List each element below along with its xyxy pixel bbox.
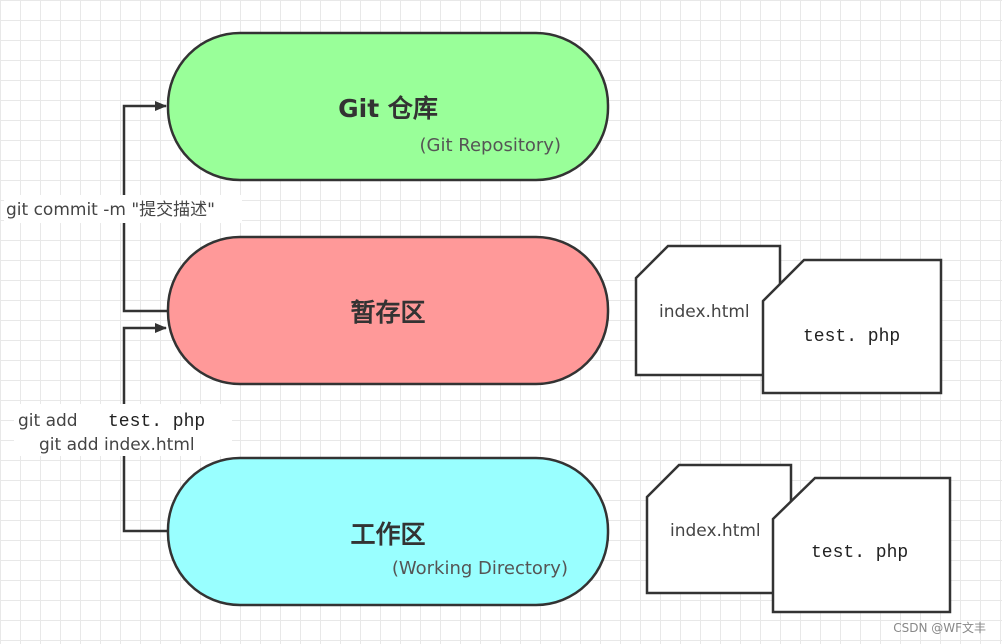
working-file-back: [645, 463, 793, 595]
repository-subtitle: (Git Repository): [420, 135, 562, 156]
working-file-front: [771, 476, 952, 614]
repository-title: Git 仓库: [338, 94, 438, 123]
staging-file-front-name: test. php: [803, 327, 900, 347]
add-label-bg: [14, 404, 232, 456]
working-file-back-name: index.html: [670, 521, 761, 541]
working-file-front-name: test. php: [811, 543, 908, 563]
staging-file-back-name: index.html: [659, 302, 750, 322]
add-index-command-label: git add index.html: [39, 435, 195, 455]
add-command-file: test. php: [108, 412, 205, 432]
add-command-label: git add: [18, 411, 78, 431]
staging-file-back: [634, 244, 782, 377]
commit-label-bg: [4, 195, 242, 223]
commit-command-label: git commit -m "提交描述": [6, 200, 215, 220]
watermark-text: CSDN @WF文丰: [893, 620, 986, 635]
repository-node: [166, 31, 610, 182]
staging-title: 暂存区: [350, 298, 425, 327]
staging-file-front: [761, 258, 943, 395]
working-subtitle: (Working Directory): [392, 558, 568, 579]
working-title: 工作区: [350, 520, 425, 549]
